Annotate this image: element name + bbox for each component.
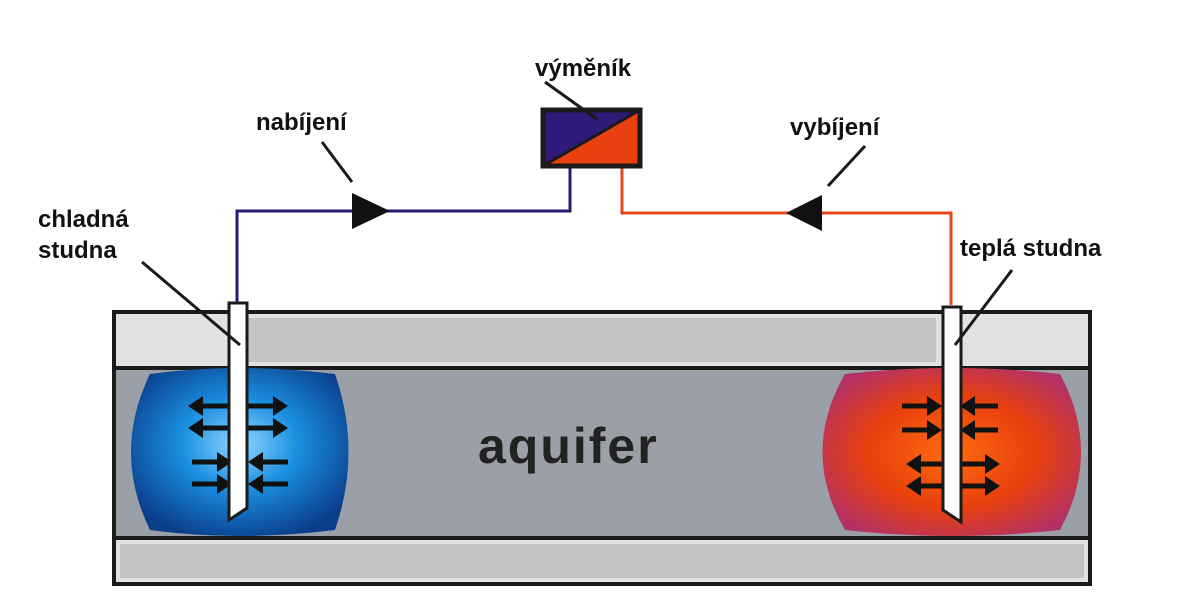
exchanger-label: výměník [535,55,632,82]
charging-label: nabíjení [256,109,348,136]
aquifer-label: aquifer [478,418,659,474]
cold-pipe [235,165,572,305]
warm-well-label: teplá studna [960,235,1102,262]
warm-pipe [620,165,953,305]
discharging-label: vybíjení [790,114,881,141]
cold-well-label-line1: chladná [38,206,129,233]
leader-lines [141,80,1014,347]
charging-flow-arrow [352,193,390,229]
warm-well-casing [941,305,963,525]
discharging-flow-arrow [786,195,822,231]
heat-exchanger [540,107,643,169]
cold-well-casing [227,301,249,523]
cold-well-arrows [188,396,288,494]
bottom-layer-inner [120,544,1084,578]
cold-well-label-line2: studna [38,237,117,264]
top-layer-inner [244,318,936,362]
warm-well-arrows [902,396,1000,496]
